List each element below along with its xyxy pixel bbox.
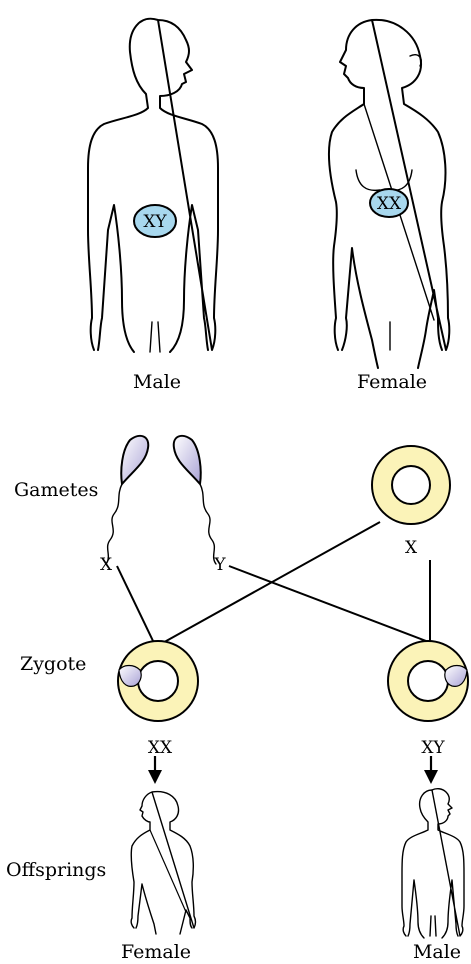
female-chromosome-label: XX bbox=[377, 194, 402, 214]
gamete-x-label: X bbox=[100, 555, 113, 575]
zygote-right-genotype: XY bbox=[421, 738, 445, 758]
gametes-label: Gametes bbox=[14, 479, 98, 501]
egg-x-label: X bbox=[405, 538, 418, 558]
female-chromosome-oval bbox=[369, 188, 409, 218]
male-parent-label: Male bbox=[133, 371, 181, 393]
male-parent-figure bbox=[87, 17, 219, 353]
male-chromosome-oval bbox=[133, 204, 177, 238]
offspring-male-figure bbox=[401, 787, 465, 939]
offspring-female-figure bbox=[130, 790, 197, 935]
zygote-label: Zygote bbox=[20, 653, 86, 675]
offsprings-label: Offsprings bbox=[6, 859, 106, 881]
sperm-x bbox=[105, 434, 150, 565]
fertilization-lines bbox=[116, 521, 435, 646]
offspring-male-label: Male bbox=[413, 941, 461, 963]
egg-cell bbox=[371, 445, 451, 525]
gamete-y-label: Y bbox=[213, 555, 226, 575]
zygote-right bbox=[387, 640, 469, 722]
arrow-right-down bbox=[424, 756, 438, 784]
zygote-left bbox=[117, 640, 199, 722]
offspring-female-label: Female bbox=[121, 941, 191, 963]
zygote-left-genotype: XX bbox=[148, 738, 173, 758]
arrow-left-down bbox=[148, 756, 162, 784]
female-parent-label: Female bbox=[357, 371, 427, 393]
male-chromosome-label: XY bbox=[143, 212, 167, 232]
sperm-y bbox=[172, 434, 217, 565]
